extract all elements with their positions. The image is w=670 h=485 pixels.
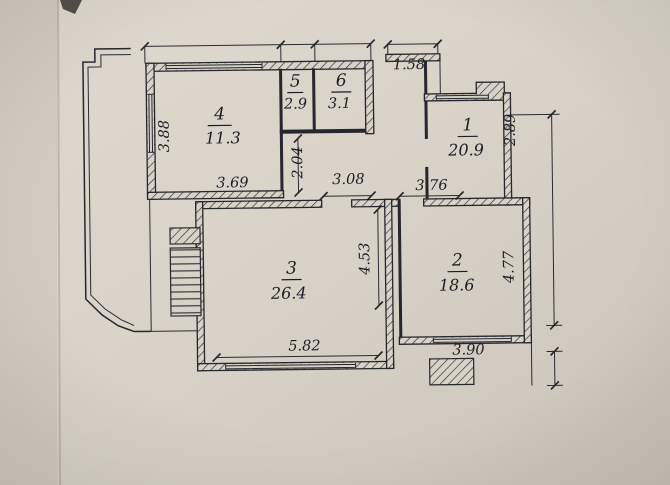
window-room3-bottom (225, 362, 357, 370)
room-2-area: 18.6 (439, 275, 475, 294)
window-room1-top (435, 94, 489, 100)
dim-hall-width: 3.08 (332, 172, 364, 188)
dimension-lines-top (140, 38, 443, 69)
room-2-number: 2 (451, 251, 463, 271)
room-4-number: 4 (213, 104, 225, 124)
dim-hall-depth: 2.04 (290, 146, 306, 179)
dim-room3-width: 5.82 (288, 338, 320, 354)
windows-layer (147, 62, 512, 370)
dimension-labels: 1.58 3.88 3.69 2.04 3.08 3.76 2.89 4.53 … (157, 57, 519, 359)
window-room4-top (165, 62, 263, 71)
dimension-lines-inner (211, 133, 465, 363)
room-6-number: 6 (336, 71, 347, 91)
dim-room4-height: 3.88 (157, 120, 173, 152)
room-4-area: 11.3 (205, 128, 241, 147)
room-labels: 4 11.3 5 2.9 6 3.1 1 20.9 3 26.4 2 18.6 (205, 71, 484, 303)
dim-room2-depth: 4.77 (501, 250, 517, 284)
room-1-area: 20.9 (447, 140, 484, 159)
bottom-balcony (428, 357, 475, 386)
dim-entry-width: 1.58 (393, 57, 425, 73)
dim-room3-depth: 4.53 (357, 242, 373, 275)
dim-room2-width: 3.90 (452, 342, 484, 358)
stairs-hatch (169, 227, 202, 317)
room-1-number: 1 (462, 115, 473, 135)
dim-room4-width: 3.69 (216, 175, 248, 191)
dim-corridor-width: 3.76 (415, 178, 447, 194)
right-dimension-bracket (510, 109, 563, 391)
room-5-number: 5 (290, 71, 301, 91)
plan-drawing: 4 11.3 5 2.9 6 3.1 1 20.9 3 26.4 2 18.6 (82, 38, 563, 391)
room-5-area: 2.9 (283, 96, 307, 112)
room-3-number: 3 (286, 259, 297, 279)
dim-room1-depth: 2.89 (503, 114, 519, 147)
room-3-area: 26.4 (270, 283, 307, 302)
left-balcony-outline (82, 47, 198, 333)
window-room4-left (147, 93, 155, 153)
window-room2-bottom (432, 336, 512, 343)
room-6-area: 3.1 (328, 96, 351, 112)
